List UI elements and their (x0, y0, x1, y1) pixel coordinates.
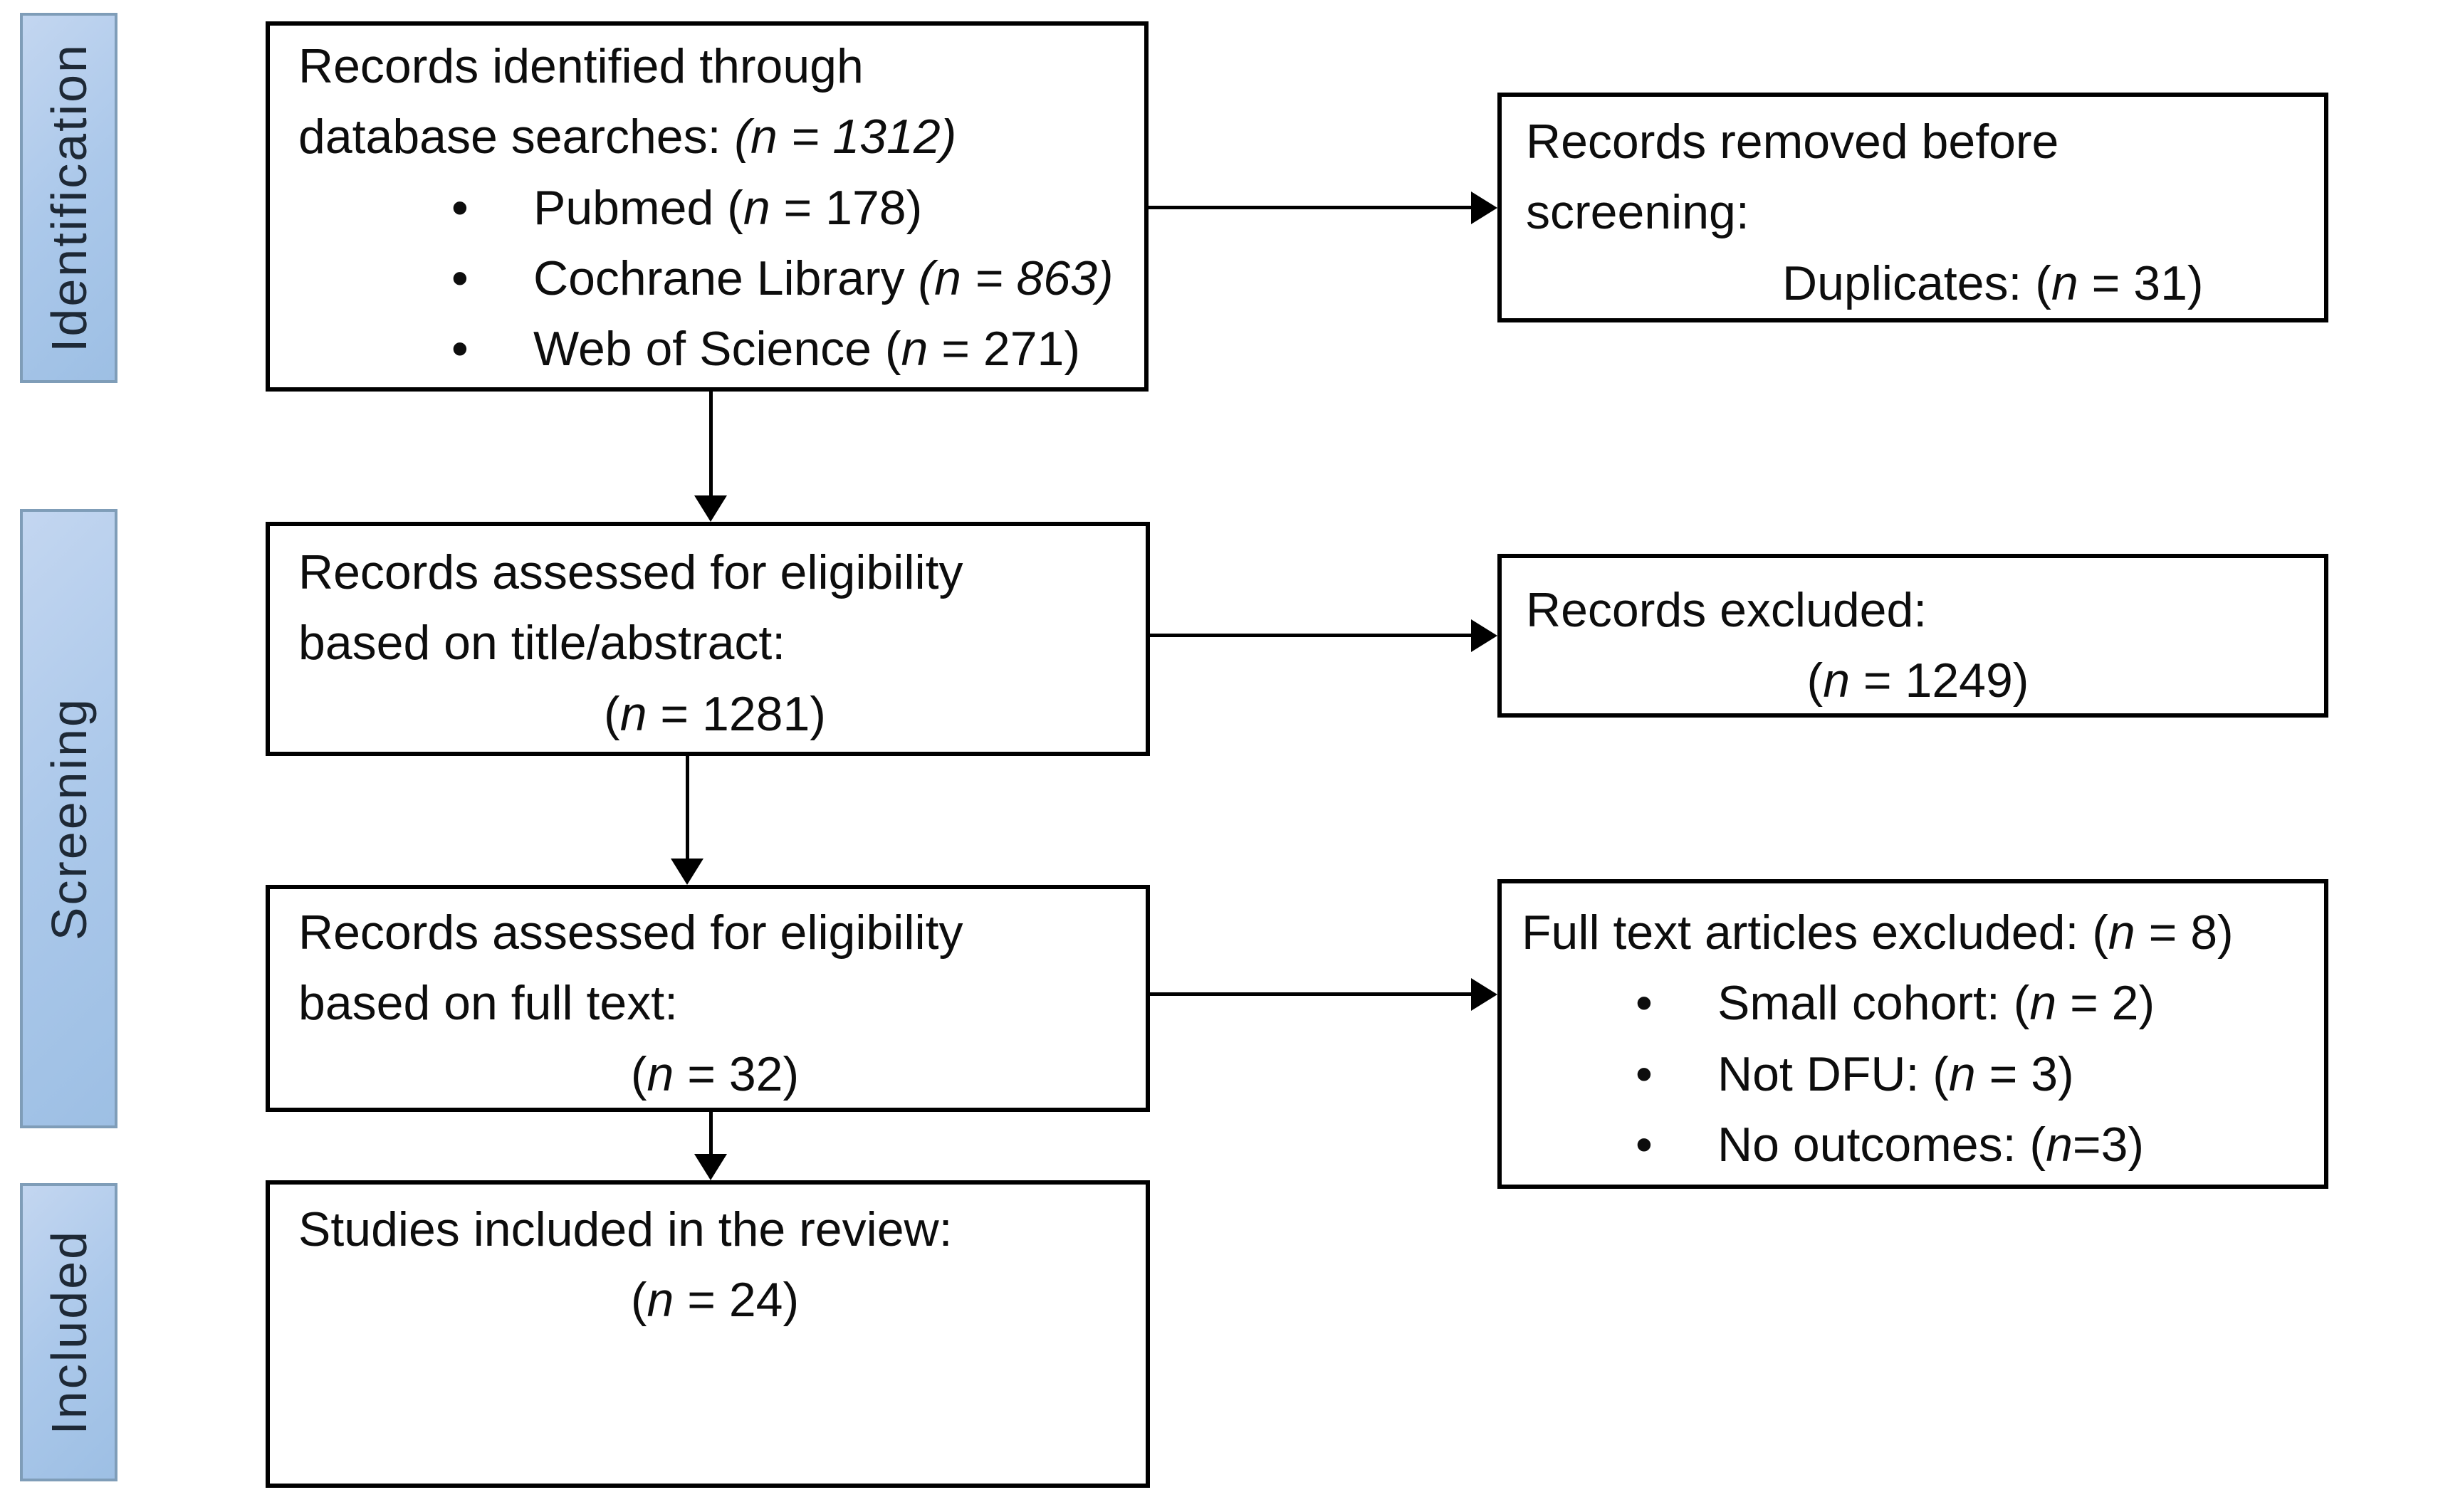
bullet-item: • Web of Science (n = 271) (451, 314, 1130, 384)
count-line: (n = 1249) (1806, 653, 2029, 708)
arrow-identified-to-screening-line (709, 390, 713, 498)
arrow-identified-to-removed-line (1149, 206, 1472, 209)
box-text-line: Records assessed for eligibility (298, 545, 963, 599)
arrow-fulltext-to-included-line (709, 1111, 713, 1157)
box-text-line: Records excluded: (1526, 583, 1927, 637)
box-records-removed: Records removed before screening: Duplic… (1497, 93, 2328, 322)
stage-label-text: Identification (41, 43, 97, 353)
arrow-screening-to-fulltext-line (686, 755, 689, 861)
bullet-icon: • (451, 322, 469, 377)
box-text-line: Full text articles excluded: (n = 8) (1522, 905, 2234, 960)
box-text-line: based on title/abstract: (298, 616, 786, 671)
box-full-text-assessment: Records assessed for eligibility based o… (266, 885, 1150, 1112)
bullet-icon: • (1636, 1117, 1653, 1172)
bullet-text: Web of Science (n = 271) (533, 322, 1080, 377)
bullet-item: • Small cohort: (n = 2) (1636, 968, 2314, 1039)
arrow-down-icon (671, 859, 703, 885)
arrow-right-icon (1471, 191, 1497, 224)
arrow-right-icon (1471, 619, 1497, 652)
count-line: (n = 1281) (604, 686, 826, 741)
bullet-item: • Not DFU: (n = 3) (1636, 1039, 2314, 1110)
stage-label-included: Included (20, 1183, 117, 1481)
bullet-item: • Cochrane Library (n = 863) (451, 243, 1130, 314)
arrow-screening-to-excluded-line (1149, 634, 1472, 637)
bullet-icon: • (1636, 1046, 1653, 1101)
duplicates-line: Duplicates: (n = 31) (1782, 256, 2204, 310)
source-bullet-list: • Pubmed (n = 178) • Cochrane Library (n… (298, 173, 1130, 385)
bullet-text: Not DFU: (n = 3) (1717, 1046, 2074, 1101)
bullet-text: Small cohort: (n = 2) (1717, 976, 2155, 1031)
bullet-icon: • (451, 180, 469, 235)
bullet-text: No outcomes: (n=3) (1717, 1117, 2145, 1172)
stage-label-identification: Identification (20, 13, 117, 383)
stage-label-text: Screening (41, 696, 97, 941)
arrow-down-icon (694, 495, 727, 522)
bullet-text: Cochrane Library (n = 863) (533, 251, 1114, 305)
box-text-line: database searches: (n = 1312) (298, 110, 957, 164)
box-studies-included: Studies included in the review: (n = 24) (266, 1180, 1150, 1488)
exclusion-bullet-list: • Small cohort: (n = 2) • Not DFU: (n = … (1522, 968, 2314, 1180)
box-text-line: screening: (1526, 185, 1749, 240)
bullet-item: • No outcomes: (n=3) (1636, 1110, 2314, 1180)
bullet-icon: • (451, 251, 469, 305)
count-line: (n = 24) (630, 1273, 800, 1328)
box-text-line: Records removed before (1526, 115, 2059, 169)
stage-label-screening: Screening (20, 509, 117, 1128)
bullet-text: Pubmed (n = 178) (533, 180, 923, 235)
box-text-line: based on full text: (298, 976, 679, 1031)
arrow-fulltext-to-excluded-line (1149, 992, 1472, 996)
box-text-line: Records identified through (298, 39, 864, 93)
box-title-abstract-screening: Records assessed for eligibility based o… (266, 522, 1150, 756)
box-text-line: Records assessed for eligibility (298, 905, 963, 960)
bullet-item: • Pubmed (n = 178) (451, 173, 1130, 243)
count-line: (n = 32) (630, 1046, 800, 1101)
box-records-identified: Records identified through database sear… (266, 21, 1149, 392)
arrow-down-icon (694, 1154, 727, 1180)
bullet-icon: • (1636, 976, 1653, 1031)
stage-label-text: Included (41, 1229, 97, 1435)
box-full-text-excluded: Full text articles excluded: (n = 8) • S… (1497, 879, 2328, 1189)
arrow-right-icon (1471, 978, 1497, 1011)
box-text-line: Studies included in the review: (298, 1202, 953, 1256)
box-records-excluded: Records excluded: (n = 1249) (1497, 554, 2328, 718)
